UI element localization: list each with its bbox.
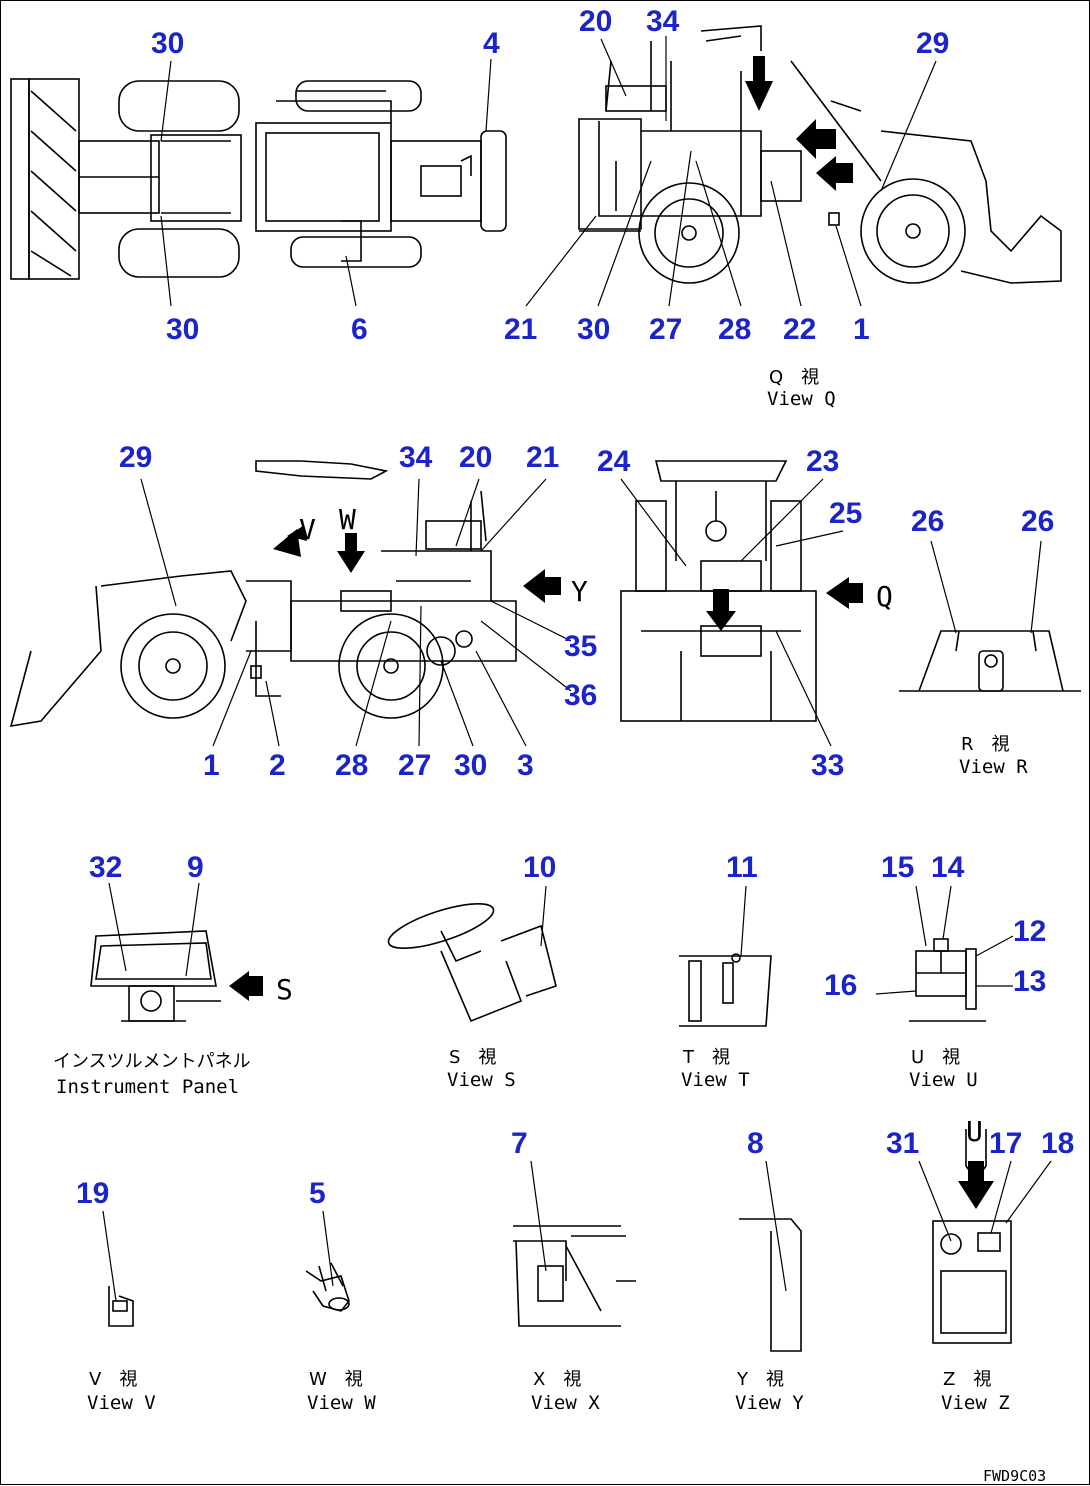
view-letter-s: S [276, 973, 293, 1006]
arrow-view-z [958, 1161, 994, 1209]
part-number: 8 [747, 1127, 764, 1160]
caption-jp: U 視 [911, 1047, 960, 1068]
caption-jp: T 視 [682, 1047, 730, 1068]
part-number: 30 [577, 313, 610, 346]
part-number: 29 [916, 27, 949, 60]
part-number: 23 [806, 445, 839, 478]
part-number: 17 [989, 1127, 1022, 1160]
part-number: 10 [523, 851, 556, 884]
caption: View Q [767, 388, 836, 410]
arrows-view-q [745, 56, 853, 191]
part-number: 28 [335, 749, 368, 782]
part-number: 12 [1013, 915, 1046, 948]
caption-jp: W 視 [309, 1369, 363, 1390]
caption: View W [307, 1392, 376, 1414]
part-number: 20 [579, 5, 612, 38]
part-number: 26 [1021, 505, 1054, 538]
caption-jp: Q 視 [769, 367, 819, 388]
part-number: 27 [649, 313, 682, 346]
caption-jp: Z 視 [943, 1369, 991, 1390]
part-number: 22 [783, 313, 816, 346]
part-number: 1 [203, 749, 220, 782]
caption: View S [447, 1069, 516, 1091]
part-number: 2 [269, 749, 286, 782]
view-letter-u: U [966, 1115, 983, 1148]
drawing-code: FWD9C03 [983, 1467, 1046, 1485]
caption-jp: Y 視 [736, 1369, 784, 1390]
part-number: 7 [511, 1127, 528, 1160]
part-number: 13 [1013, 965, 1046, 998]
caption: View Z [941, 1392, 1010, 1414]
arrows-rear-view [706, 577, 863, 631]
view-letter-v: V [299, 513, 316, 546]
view-y-drawing [739, 1218, 802, 1352]
part-number: 11 [726, 851, 758, 884]
arrow-instrument [229, 971, 263, 1001]
part-number: 30 [151, 27, 184, 60]
view-x-drawing [513, 1225, 636, 1327]
part-number: 36 [564, 679, 597, 712]
caption-jp: インスツルメントパネル [53, 1051, 251, 1072]
part-number: 29 [119, 441, 152, 474]
caption-jp: S 視 [449, 1047, 496, 1068]
view-letter-w: W [339, 503, 356, 536]
part-number: 4 [483, 27, 500, 60]
part-number: 34 [646, 5, 680, 38]
part-number: 15 [881, 851, 914, 884]
view-letter-q: Q [876, 580, 893, 613]
part-number: 30 [166, 313, 199, 346]
part-number: 20 [459, 441, 492, 474]
caption: View R [959, 756, 1028, 778]
part-number: 16 [824, 969, 857, 1002]
part-number: 27 [398, 749, 431, 782]
part-number: 14 [931, 851, 965, 884]
top-plan-view [10, 78, 507, 280]
part-number: 18 [1041, 1127, 1074, 1160]
caption: View V [87, 1392, 156, 1414]
part-number: 31 [886, 1127, 919, 1160]
part-number: 30 [454, 749, 487, 782]
side-view-main [9, 460, 517, 727]
view-t-drawing [679, 953, 772, 1027]
instrument-panel-drawing [90, 930, 221, 1022]
part-number: 1 [853, 313, 870, 346]
caption: View T [681, 1069, 750, 1091]
caption: Instrument Panel [56, 1076, 239, 1098]
arrows-side-view [273, 526, 561, 603]
part-number: 34 [399, 441, 433, 474]
caption: View Y [735, 1392, 804, 1414]
part-number: 21 [504, 313, 537, 346]
caption-jp: V 視 [89, 1369, 137, 1390]
view-letter-y: Y [571, 575, 588, 608]
caption: View X [531, 1392, 600, 1414]
part-number: 35 [564, 630, 597, 663]
part-number: 26 [911, 505, 944, 538]
side-view-upper [578, 25, 1062, 284]
view-r-drawing [899, 630, 1081, 692]
part-number: 33 [811, 749, 844, 782]
part-number: 28 [718, 313, 751, 346]
leader-lines [102, 36, 1052, 1302]
view-u-drawing [909, 938, 986, 1022]
view-s-drawing [387, 903, 557, 1023]
caption: View U [909, 1069, 978, 1091]
part-number: 25 [829, 497, 862, 530]
part-number: 9 [187, 851, 204, 884]
part-number: 21 [526, 441, 559, 474]
part-number: 24 [597, 445, 631, 478]
part-number: 6 [351, 313, 368, 346]
part-number: 19 [76, 1177, 109, 1210]
view-w-drawing [305, 1262, 350, 1312]
part-number: 32 [89, 851, 122, 884]
caption-jp: R 視 [961, 734, 1010, 755]
part-number: 3 [517, 749, 534, 782]
caption-jp: X 視 [533, 1369, 581, 1390]
part-number: 5 [309, 1177, 326, 1210]
view-v-drawing [108, 1286, 134, 1327]
